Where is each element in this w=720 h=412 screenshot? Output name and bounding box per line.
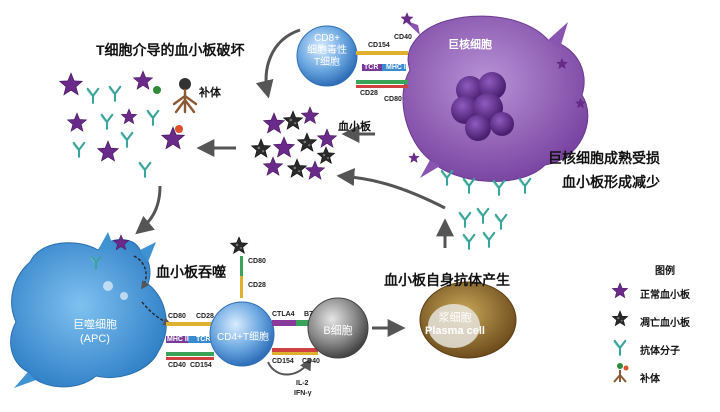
- antibody-molecule: [462, 177, 476, 194]
- cd154-right-label: CD154: [272, 358, 294, 365]
- antibody-icon: [613, 339, 627, 356]
- complement-label: 补体: [199, 87, 221, 99]
- macrophage-label-line1: 巨噬细胞: [73, 319, 117, 331]
- cd4-t-cell: [209, 301, 275, 367]
- vesicle: [103, 281, 113, 291]
- cd80-bar: [240, 256, 243, 276]
- cd40-right-label: CD40: [302, 358, 320, 365]
- apoptotic-platelet-icon: [611, 310, 629, 327]
- antibody-molecule: [518, 177, 532, 194]
- heading-platelet-phagocytosis: 血小板吞噬: [156, 264, 226, 280]
- megakaryocyte-cell: [402, 15, 589, 182]
- mhc1-top-label: MHC I: [386, 64, 406, 71]
- plasma-label: 浆细胞 Plasma cell: [420, 312, 490, 338]
- legend-label-antibody: 抗体分子: [640, 346, 680, 357]
- cd28-upper-label: CD28: [248, 282, 266, 289]
- b-cell: [307, 297, 369, 359]
- heading-megakaryocyte-damage-2: 血小板形成减少: [562, 174, 660, 190]
- cd8-t-cell: [296, 25, 358, 87]
- platelets-label: 血小板: [338, 121, 371, 133]
- cd80-top-label: CD80: [384, 96, 402, 103]
- legend-label-complement: 补体: [640, 374, 660, 385]
- cd80-left-label: CD80: [168, 313, 186, 320]
- b7-label: B7: [304, 311, 313, 318]
- megakaryocyte-nucleus: [451, 72, 514, 141]
- cd40-left-label: CD40: [168, 362, 186, 369]
- apoptotic-platelet-cluster: [250, 106, 337, 180]
- platelet-destruction-cluster: [59, 70, 185, 178]
- vesicle: [120, 292, 128, 300]
- cd28-top-label: CD28: [360, 90, 378, 97]
- cd40-top-label: CD40: [394, 34, 412, 41]
- antibody-molecule: [440, 169, 454, 186]
- cd28-left-label: CD28: [196, 313, 214, 320]
- cd4-label: CD4+T细胞: [217, 332, 269, 343]
- tcr-top-label: TCR: [364, 64, 379, 71]
- apc-receptor-bars: [166, 322, 214, 360]
- arrow-cd4-to-bcell: [267, 357, 312, 376]
- ifn-label: IFN-γ: [294, 390, 312, 397]
- cd8-label-line3: T细胞: [313, 57, 341, 68]
- il2-label: IL-2: [296, 380, 309, 387]
- antibody-molecule: [492, 179, 506, 196]
- arrow-cd8-to-platelets: [255, 28, 301, 99]
- legend-label-normal-platelet: 正常血小板: [640, 290, 690, 301]
- heading-megakaryocyte-damage-1: 巨核细胞成熟受损: [548, 150, 660, 166]
- cd80-upper-label: CD80: [248, 258, 266, 265]
- heading-t-cell-destruction: T细胞介导的血小板破坏: [96, 42, 245, 58]
- heading-autoantibody-production: 血小板自身抗体产生: [384, 272, 510, 288]
- ctla4-label: CTLA4: [272, 311, 295, 318]
- macrophage-label-line2: (APC): [80, 333, 110, 345]
- arrow-antibody-to-platelets: [336, 167, 446, 210]
- apoptotic-platelet: [229, 236, 249, 254]
- legend-label-apoptotic-platelet: 凋亡血小板: [640, 318, 690, 329]
- complement-molecule: [172, 78, 198, 114]
- platelet-star: [408, 152, 420, 163]
- cd154-left-label: CD154: [190, 362, 212, 369]
- cd8-label: CD8+ 细胞毒性 T细胞: [300, 33, 354, 69]
- cd8-label-line2: 细胞毒性: [307, 45, 347, 56]
- macrophage-cell: [10, 232, 167, 388]
- plasma-cell: [419, 281, 517, 359]
- plasma-label-line2: Plasma cell: [425, 325, 485, 337]
- megakaryocyte-label: 巨核细胞: [448, 39, 492, 51]
- cd154-top-label: CD154: [368, 42, 390, 49]
- antibody-cluster: [458, 207, 508, 250]
- arrow-destruction-to-macrophage: [135, 185, 162, 235]
- macrophage-label: 巨噬细胞 (APC): [60, 318, 130, 346]
- tcr-left-label: TCR: [196, 336, 211, 343]
- complement-icon: [613, 363, 629, 383]
- normal-platelet-icon: [611, 282, 629, 298]
- cd4-bcell-receptor-bars: [272, 320, 318, 355]
- cd8-label-line1: CD8+: [314, 33, 340, 44]
- plasma-label-line1: 浆细胞: [438, 312, 472, 324]
- cd8-receptor-bars: [356, 51, 408, 88]
- cd28-bar: [240, 276, 243, 298]
- bcell-label: B细胞: [323, 325, 353, 337]
- mhc2-label: MHC II: [167, 336, 189, 343]
- legend-title: 图例: [655, 266, 675, 277]
